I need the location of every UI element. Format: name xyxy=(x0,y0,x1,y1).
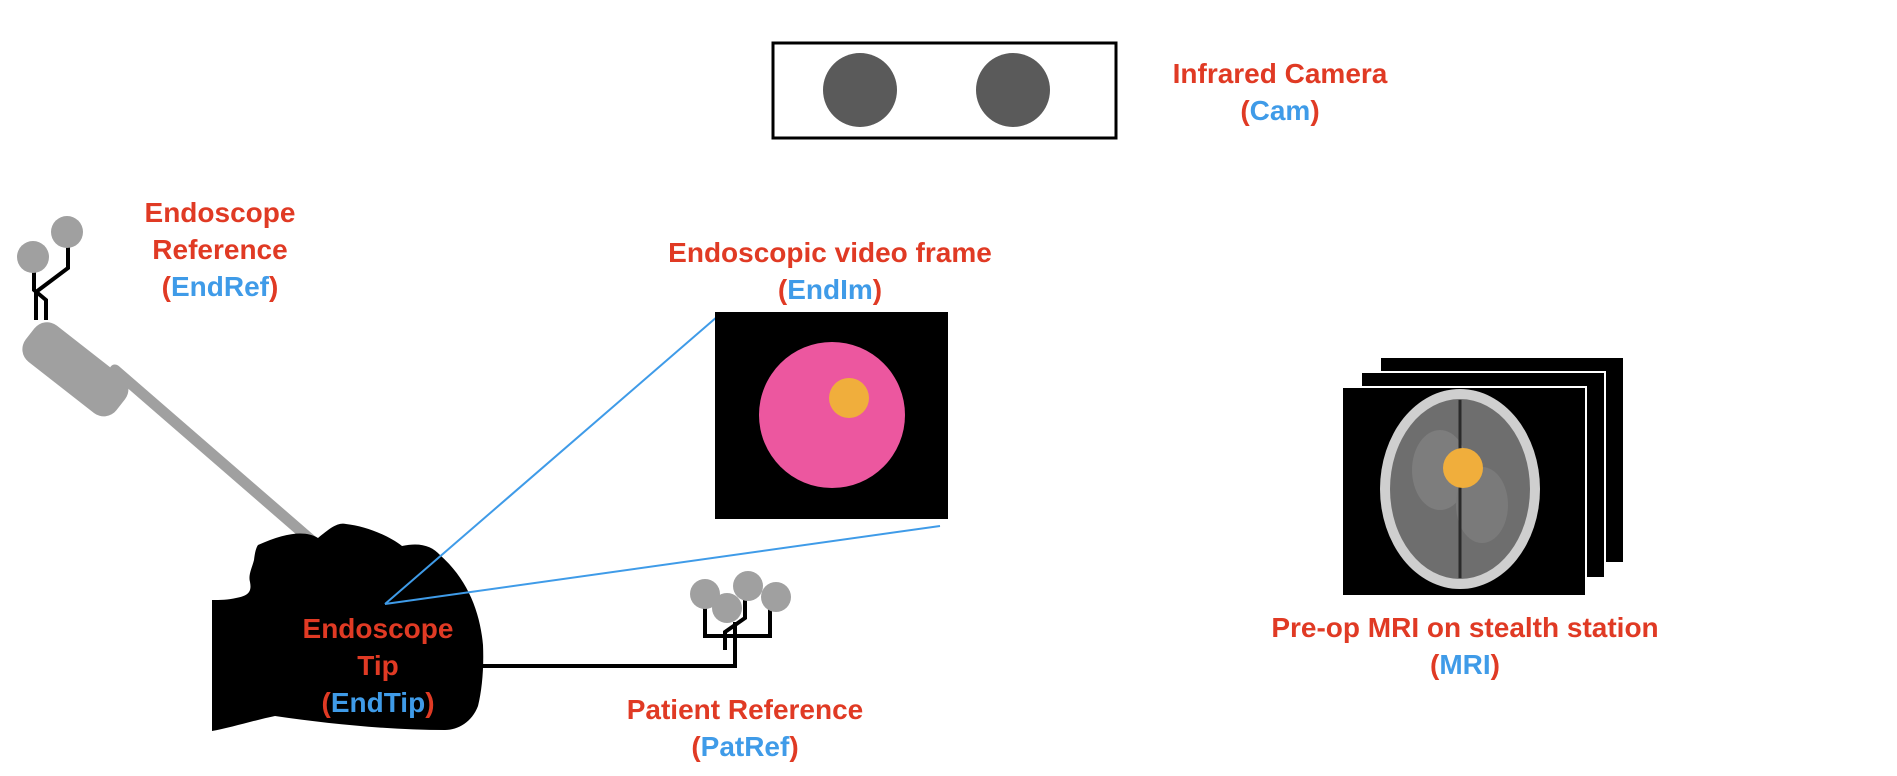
endoscope-marker-icon xyxy=(17,216,83,320)
view-frustum-rays xyxy=(384,315,941,605)
patient-ref-label: Patient Reference (PatRef) xyxy=(600,691,890,765)
endoscope-ref-line1: Endoscope xyxy=(144,197,296,228)
tissue-region xyxy=(759,342,905,488)
endoscope-ref-abbr: EndRef xyxy=(171,271,269,302)
mri-name: Pre-op MRI on stealth station xyxy=(1271,612,1659,643)
camera-label-name: Infrared Camera xyxy=(1172,58,1388,89)
patient-marker-icon xyxy=(690,571,791,650)
endoscope-tip-line2: Tip xyxy=(357,650,399,681)
endoscope-ref-line2: Reference xyxy=(152,234,288,265)
mri-brain-scan-stack xyxy=(1341,356,1625,597)
tumor-in-mri xyxy=(1443,448,1483,488)
mri-label: Pre-op MRI on stealth station (MRI) xyxy=(1240,609,1690,683)
video-frame-name: Endoscopic video frame xyxy=(668,237,992,268)
patient-ref-abbr: PatRef xyxy=(700,731,790,762)
mri-abbr: MRI xyxy=(1439,649,1491,680)
infrared-camera-icon xyxy=(771,41,1118,140)
endoscope-tip-label: Endoscope Tip (EndTip) xyxy=(298,610,458,721)
patient-ref-name: Patient Reference xyxy=(626,694,864,725)
video-frame-label: Endoscopic video frame (EndIm) xyxy=(640,234,1020,308)
endoscope-ref-label: Endoscope Reference (EndRef) xyxy=(120,194,320,305)
endoscope-handle xyxy=(22,322,129,417)
endoscopic-video-frame xyxy=(715,312,948,519)
camera-label-abbr: Cam xyxy=(1249,95,1311,126)
camera-lens-right xyxy=(976,53,1050,127)
video-frame-abbr: EndIm xyxy=(787,274,873,305)
tumor-in-video xyxy=(829,378,869,418)
camera-label: Infrared Camera (Cam) xyxy=(1140,55,1420,129)
endoscope-tip-abbr: EndTip xyxy=(330,687,426,718)
camera-lens-left xyxy=(823,53,897,127)
endoscope-tip-line1: Endoscope xyxy=(302,613,454,644)
